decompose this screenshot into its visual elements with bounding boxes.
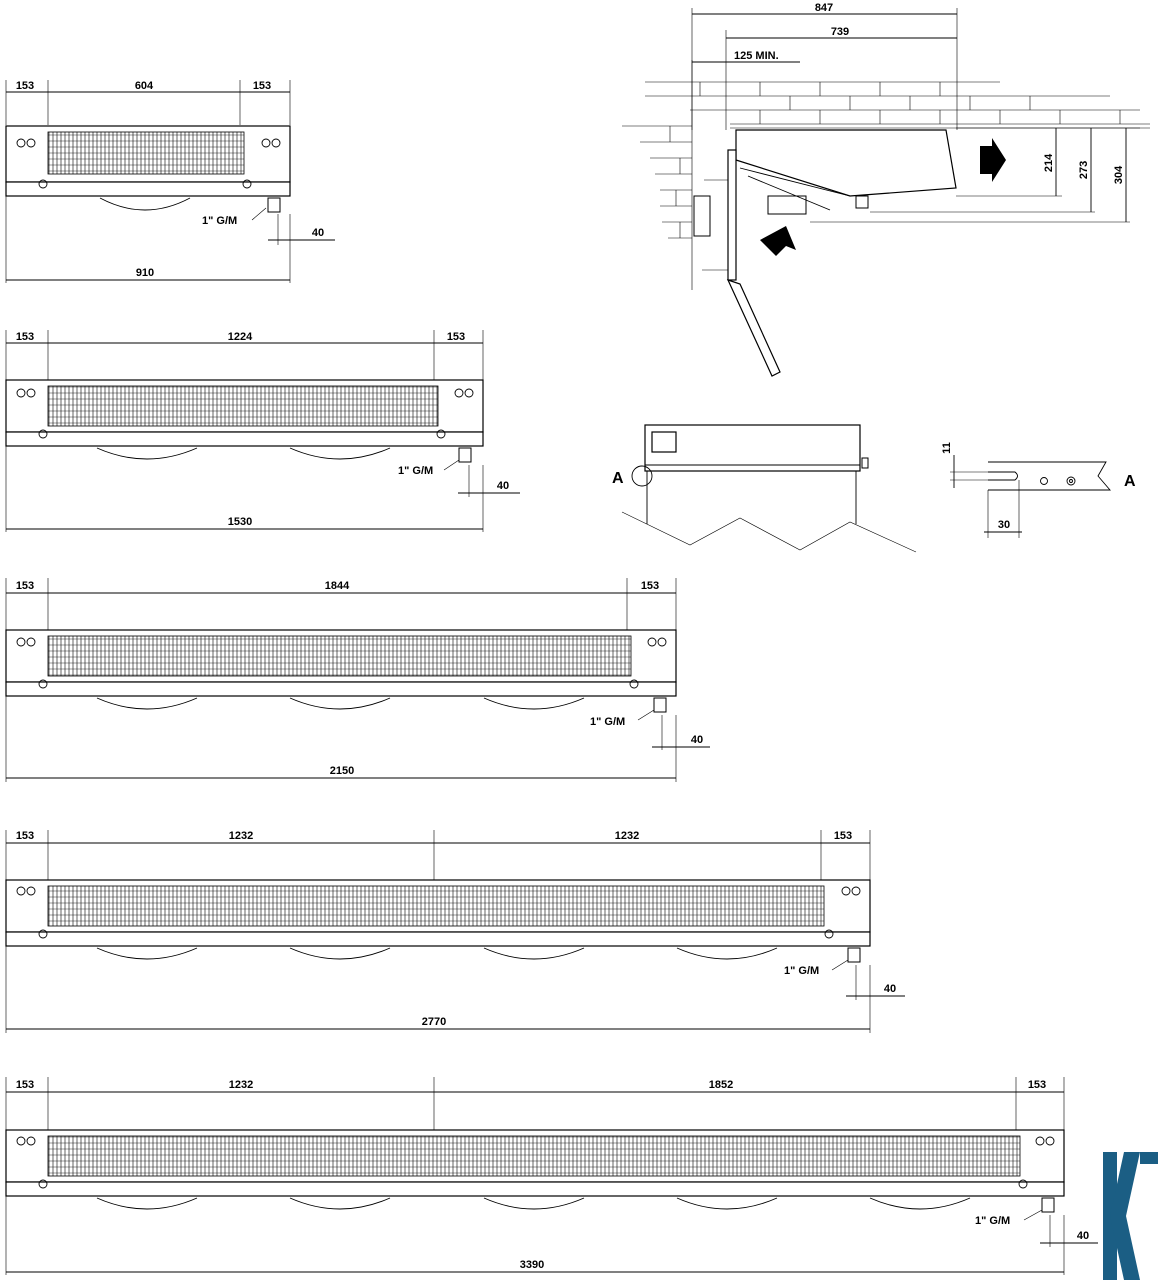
connection-label: 1" G/M <box>784 965 819 977</box>
dim-side-left: 153 <box>16 1079 34 1091</box>
side-view: 847 739 125 MIN. <box>622 2 1150 377</box>
dim-h2: 273 <box>1078 161 1090 179</box>
dim-offset: 40 <box>691 734 703 746</box>
dim-side-left: 153 <box>16 80 34 92</box>
dim-span: 1224 <box>228 331 253 343</box>
detail-marker: A <box>612 470 624 487</box>
unit-2150: 153 1844 153 1" G/M 40 2150 <box>5 578 710 782</box>
connection-label: 1" G/M <box>975 1215 1010 1227</box>
dim-total: 910 <box>136 267 154 279</box>
dim-side-right: 153 <box>1028 1079 1046 1091</box>
dim-span-2: 1232 <box>615 830 639 842</box>
unit-2770: 153 1232 1232 153 1" G/M 40 2770 <box>5 830 905 1033</box>
detail-a: 11 30 A <box>941 442 1136 538</box>
brand-logo <box>1103 1152 1158 1280</box>
dim-side-left: 153 <box>16 331 34 343</box>
dim-body: 739 <box>831 26 849 38</box>
dim-span-2: 1852 <box>709 1079 733 1091</box>
dim-offset: 40 <box>312 227 324 239</box>
unit-3390: 153 1232 1852 153 1" G/M 40 3390 <box>5 1077 1098 1275</box>
dim-total: 1530 <box>228 516 252 528</box>
dim-total: 2770 <box>422 1016 446 1028</box>
end-view: A <box>612 424 917 553</box>
dim-side-left: 153 <box>16 580 34 592</box>
unit-910: 153 604 153 1" G/M 40 910 <box>5 80 335 283</box>
dim-side-left: 153 <box>16 830 34 842</box>
dim-overall: 847 <box>815 2 833 14</box>
dim-offset: 40 <box>1077 1230 1089 1242</box>
dim-side-right: 153 <box>447 331 465 343</box>
dim-total: 2150 <box>330 765 354 777</box>
dim-side-right: 153 <box>641 580 659 592</box>
dim-span-1: 1232 <box>229 830 253 842</box>
dim-span: 1844 <box>325 580 350 592</box>
connection-label: 1" G/M <box>590 716 625 728</box>
dim-clearance: 125 MIN. <box>734 50 779 62</box>
connection-label: 1" G/M <box>398 465 433 477</box>
dim-side-right: 153 <box>253 80 271 92</box>
dim-side-right: 153 <box>834 830 852 842</box>
dim-h3: 304 <box>1113 165 1125 184</box>
dim-slot-width: 11 <box>941 442 953 454</box>
detail-label: A <box>1124 473 1136 490</box>
dim-span: 604 <box>135 80 154 92</box>
dim-offset: 40 <box>497 480 509 492</box>
unit-1530: 153 1224 153 1" G/M 40 1530 <box>5 330 520 532</box>
dim-span-1: 1232 <box>229 1079 253 1091</box>
dim-slot-depth: 30 <box>998 519 1010 531</box>
connection-label: 1" G/M <box>202 215 237 227</box>
dim-total: 3390 <box>520 1259 544 1271</box>
dim-offset: 40 <box>884 983 896 995</box>
dim-h1: 214 <box>1043 153 1055 172</box>
